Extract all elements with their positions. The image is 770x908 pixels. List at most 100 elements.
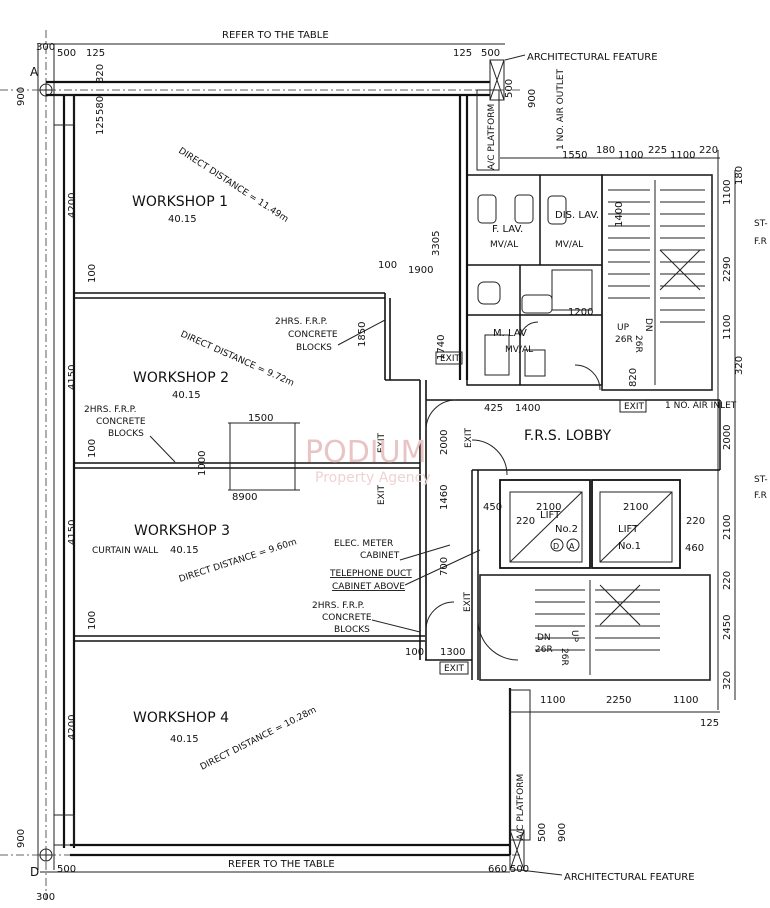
svg-text:180: 180 xyxy=(596,145,615,156)
svg-text:180: 180 xyxy=(734,166,745,185)
air-inlet-label: 1 NO. AIR INLET xyxy=(665,401,737,411)
svg-text:2100: 2100 xyxy=(623,502,648,513)
svg-text:2000: 2000 xyxy=(722,425,733,450)
svg-text:2100: 2100 xyxy=(536,502,561,513)
ac-platform-top-box xyxy=(476,89,500,171)
stair-upper-up: UP 26R xyxy=(615,323,633,345)
exit-sign-3: EXIT xyxy=(439,661,469,675)
svg-text:220: 220 xyxy=(516,516,535,527)
frp-note-2: 2HRS. F.R.P. CONCRETE BLOCKS xyxy=(84,405,146,439)
svg-text:1900: 1900 xyxy=(408,265,433,276)
svg-text:2HRS. F.R.P.: 2HRS. F.R.P. xyxy=(275,317,327,327)
svg-text:300: 300 xyxy=(36,892,55,903)
architectural-feature-bottom xyxy=(509,829,525,871)
svg-text:4150: 4150 xyxy=(67,365,78,390)
architectural-feature-bottom-label: ARCHITECTURAL FEATURE xyxy=(564,872,695,883)
svg-text:1400: 1400 xyxy=(614,202,625,227)
svg-text:1100: 1100 xyxy=(722,315,733,340)
grid-label-d: D xyxy=(30,865,39,879)
svg-text:8900: 8900 xyxy=(232,492,257,503)
workshop-2-name: WORKSHOP 2 xyxy=(133,370,229,386)
svg-text:EXIT: EXIT xyxy=(444,664,465,674)
svg-text:4200: 4200 xyxy=(67,193,78,218)
svg-text:BLOCKS: BLOCKS xyxy=(108,429,144,439)
svg-text:UP: UP xyxy=(617,323,630,333)
svg-text:1100: 1100 xyxy=(618,150,643,161)
svg-text:2290: 2290 xyxy=(722,257,733,282)
svg-text:4200: 4200 xyxy=(67,715,78,740)
ac-platform-bottom-box xyxy=(509,689,531,841)
svg-text:2HRS. F.R.P.: 2HRS. F.R.P. xyxy=(84,405,136,415)
svg-text:CABINET ABOVE: CABINET ABOVE xyxy=(332,582,405,592)
exit-sign-5: EXIT xyxy=(377,484,387,505)
svg-text:220: 220 xyxy=(699,145,718,156)
elec-meter-cabinet-label: ELEC. METER CABINET xyxy=(334,539,400,561)
svg-text:BLOCKS: BLOCKS xyxy=(296,343,332,353)
ac-platform-top-label: A/C PLATFORM xyxy=(487,104,497,170)
fr-label-2: F.R xyxy=(754,491,767,501)
toilet-core xyxy=(466,174,603,386)
svg-text:1740: 1740 xyxy=(436,335,447,360)
svg-text:1500: 1500 xyxy=(248,413,273,424)
svg-text:100: 100 xyxy=(87,264,98,283)
svg-text:580: 580 xyxy=(95,96,106,115)
architectural-feature-top xyxy=(489,59,505,101)
dimension-texts: 300 500 125 125 500 900 320 580 125 4200… xyxy=(16,42,745,903)
stair-upper-dn: DN xyxy=(643,318,653,332)
svg-text:100: 100 xyxy=(87,611,98,630)
watermark-main: PODIUM xyxy=(305,435,427,470)
exit-sign-7: EXIT xyxy=(464,427,474,448)
svg-text:900: 900 xyxy=(16,87,27,106)
outer-walls xyxy=(46,80,512,857)
svg-text:CABINET: CABINET xyxy=(360,551,400,561)
svg-text:125: 125 xyxy=(86,48,105,59)
svg-text:DIS. LAV.: DIS. LAV. xyxy=(555,210,599,221)
svg-text:500: 500 xyxy=(481,48,500,59)
door-swings xyxy=(425,321,601,661)
svg-text:425: 425 xyxy=(484,403,503,414)
refer-table-top: REFER TO THE TABLE xyxy=(222,30,329,41)
svg-text:900: 900 xyxy=(16,829,27,848)
air-outlet-label: 1 NO. AIR OUTLET xyxy=(556,68,566,150)
frp-note-3: 2HRS. F.R.P. CONCRETE BLOCKS xyxy=(312,601,372,635)
exit-sign-1: EXIT xyxy=(435,351,463,365)
svg-text:460: 460 xyxy=(685,543,704,554)
svg-text:26R: 26R xyxy=(535,645,553,655)
svg-text:2250: 2250 xyxy=(606,695,631,706)
svg-text:ELEC. METER: ELEC. METER xyxy=(334,539,393,549)
frs-lobby-label: F.R.S. LOBBY xyxy=(524,428,611,444)
svg-text:500: 500 xyxy=(510,864,529,875)
workshop-1-distance: DIRECT DISTANCE = 11.49m xyxy=(176,146,290,225)
svg-text:1200: 1200 xyxy=(568,307,593,318)
svg-text:125: 125 xyxy=(700,718,719,729)
svg-text:100: 100 xyxy=(87,439,98,458)
dimension-lines xyxy=(37,43,736,873)
exit-sign-2: EXIT xyxy=(619,399,647,413)
svg-text:125: 125 xyxy=(453,48,472,59)
lift-1-label: LIFT No.1 xyxy=(618,524,641,552)
ac-platform-bottom-label: A/C PLATFORM xyxy=(516,774,526,840)
curtain-wall-label: CURTAIN WALL xyxy=(92,546,158,556)
female-lav-label: F. LAV. MV/AL xyxy=(490,224,523,250)
svg-text:220: 220 xyxy=(722,571,733,590)
svg-text:1100: 1100 xyxy=(540,695,565,706)
svg-text:100: 100 xyxy=(405,647,424,658)
svg-text:2HRS. F.R.P.: 2HRS. F.R.P. xyxy=(312,601,364,611)
svg-text:LIFT: LIFT xyxy=(540,510,561,521)
st-label: ST- xyxy=(754,219,768,229)
workshop-1-area: 40.15 xyxy=(168,214,197,225)
workshop-2-area: 40.15 xyxy=(172,390,201,401)
male-lav-label: M. LAV MV/AL xyxy=(493,328,533,355)
svg-text:LIFT: LIFT xyxy=(618,524,639,535)
stair-lower-up: UP xyxy=(569,630,579,643)
frp-note-1: 2HRS. F.R.P. CONCRETE BLOCKS xyxy=(275,317,338,353)
svg-text:900: 900 xyxy=(557,823,568,842)
svg-text:MV/AL: MV/AL xyxy=(505,345,533,355)
svg-text:820: 820 xyxy=(628,368,639,387)
refer-table-bottom: REFER TO THE TABLE xyxy=(228,859,335,870)
svg-text:EXIT: EXIT xyxy=(440,354,461,364)
architectural-feature-top-label: ARCHITECTURAL FEATURE xyxy=(527,52,658,63)
lobby-walls xyxy=(426,399,721,680)
svg-text:320: 320 xyxy=(734,356,745,375)
